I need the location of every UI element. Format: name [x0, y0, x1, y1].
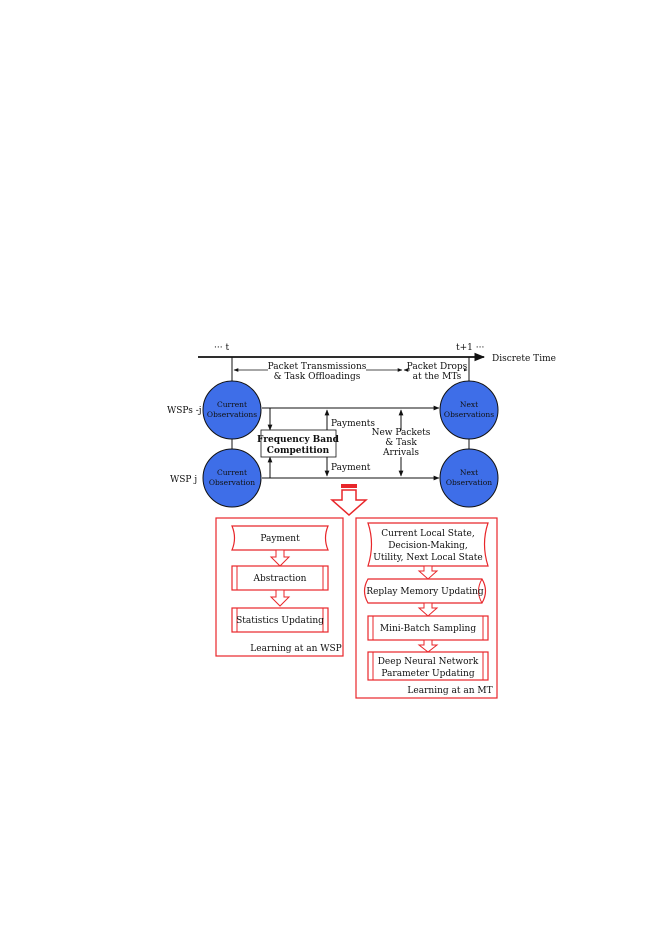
competition-label-2: Competition: [267, 446, 330, 456]
drops-label-2: at the MTs: [413, 372, 462, 382]
node-text: Observation: [209, 478, 255, 487]
mt-step-local-state: Current Local State, Decision-Making, Ut…: [367, 522, 489, 567]
transmission-label-1: Packet Transmissions: [268, 362, 367, 372]
mt-step-label: Current Local State,: [381, 529, 474, 539]
wsp-step-abstraction: Abstraction: [231, 565, 329, 591]
learning-down-arrow: [330, 484, 368, 517]
mt-step-label: Utility, Next Local State: [373, 553, 482, 563]
mt-step-label: Deep Neural Network: [378, 657, 479, 667]
node-text: Observation: [446, 478, 492, 487]
wsp-step-label: Abstraction: [253, 574, 307, 584]
mt-step-label: Decision-Making,: [388, 541, 468, 551]
mt-step-replay-memory: Replay Memory Updating: [363, 578, 487, 604]
mt-step-label: Parameter Updating: [381, 669, 474, 679]
drops-label-1: Packet Drops: [407, 362, 468, 372]
wsp-step-statistics-updating: Statistics Updating: [231, 607, 329, 633]
current-observation-self-node: Current Observation: [202, 448, 262, 508]
node-text: Observations: [444, 410, 494, 419]
node-text: Next: [460, 468, 478, 477]
arrivals-label-2: & Task: [385, 438, 417, 448]
mt-learning-panel: Learning at an MT Current Local State, D…: [355, 517, 498, 699]
node-text: Observations: [207, 410, 257, 419]
current-observations-others-node: Current Observations: [202, 380, 262, 440]
node-text: Current: [217, 400, 247, 409]
payments-label: Payments: [331, 419, 375, 429]
frequency-band-competition-box: Frequency Band Competition: [257, 429, 340, 458]
wsp-step-label: Statistics Updating: [236, 616, 324, 626]
wsp-learning-panel: Learning at an WSP Payment Abstraction S…: [215, 517, 344, 657]
row-label-self: WSP j: [170, 475, 197, 485]
phase-brackets: Packet Transmissions & Task Offloadings …: [233, 361, 468, 382]
competition-label-1: Frequency Band: [257, 435, 340, 445]
time-tick-t-plus-1: t+1 ···: [456, 343, 484, 353]
next-observation-self-node: Next Observation: [439, 448, 499, 508]
mt-learning-title: Learning at an MT: [407, 686, 492, 696]
transmission-label-2: & Task Offloadings: [274, 372, 361, 382]
wsp-step-label: Payment: [260, 534, 300, 544]
node-text: Current: [217, 468, 247, 477]
time-tick-t: ··· t: [214, 343, 229, 353]
mt-step-mini-batch-sampling: Mini-Batch Sampling: [367, 615, 489, 641]
mt-step-dnn-parameter-updating: Deep Neural Network Parameter Updating: [367, 651, 489, 681]
arrivals-label-3: Arrivals: [382, 448, 419, 458]
row-label-others: WSPs -j: [167, 406, 202, 416]
node-text: Next: [460, 400, 478, 409]
wsp-learning-title: Learning at an WSP: [250, 644, 341, 654]
payment-label: Payment: [331, 463, 371, 473]
mt-step-label: Mini-Batch Sampling: [380, 624, 476, 634]
time-axis-label: Discrete Time: [492, 354, 556, 364]
wsp-step-payment: Payment: [231, 525, 329, 551]
next-observations-others-node: Next Observations: [439, 380, 499, 440]
arrivals-label-1: New Packets: [372, 428, 431, 438]
mt-step-label: Replay Memory Updating: [366, 587, 484, 597]
timeline: ··· t t+1 ··· Discrete Time: [198, 343, 556, 386]
